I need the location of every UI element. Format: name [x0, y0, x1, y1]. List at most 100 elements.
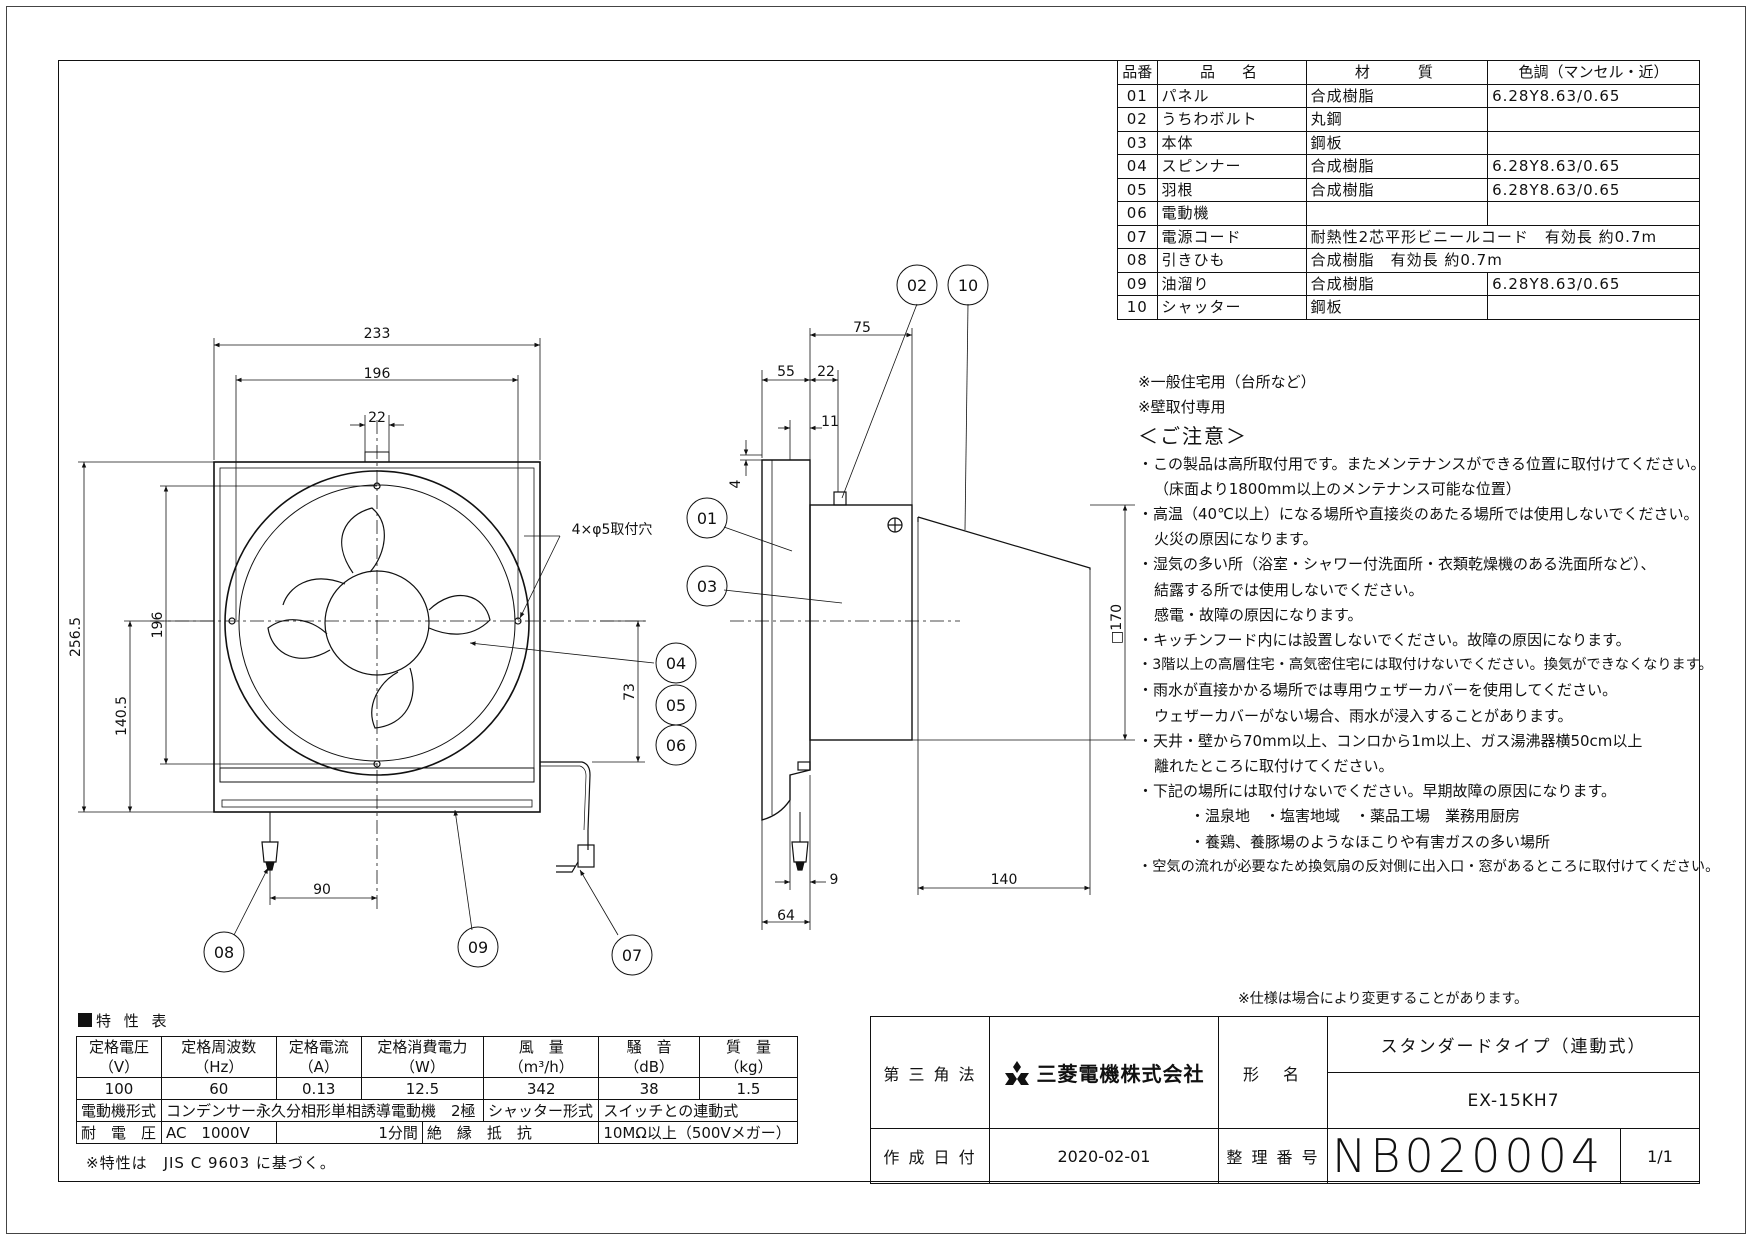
header-material: 材 質 — [1305, 60, 1489, 85]
header-color: 色調（マンセル・近） — [1487, 60, 1700, 85]
model-label: 形 名 — [1218, 1016, 1328, 1129]
spec-header: 定格電圧 （V） — [76, 1036, 162, 1078]
page-number: 1/1 — [1620, 1128, 1700, 1184]
dim-22-side: 22 — [817, 364, 835, 380]
spec-footnote: ※特性は JIS C 9603 に基づく。 — [86, 1154, 336, 1172]
caution-line: ・湿気の多い所（浴室・シャワー付洗面所・衣類乾燥機のある洗面所など）、 — [1138, 555, 1656, 574]
company-name: 三菱電機株式会社 — [1036, 1062, 1205, 1086]
caution-line: （床面より1800mm以上のメンテナンス可能な位置） — [1154, 479, 1521, 498]
projection-method: 第 三 角 法 — [870, 1016, 990, 1129]
caution-line: 結露する所では使用しないでください。 — [1154, 580, 1424, 599]
spec-header-l1: 定格電圧 — [88, 1038, 149, 1056]
caution-line: ・下記の場所には取付けないでください。早期故障の原因になります。 — [1138, 782, 1617, 801]
part-no: 04 — [1117, 154, 1158, 179]
spec-header-l1: 騒 音 — [626, 1038, 672, 1056]
notes-section: ※一般住宅用（台所など） ※壁取付専用 ＜ご注意＞ ・この製品は高所取付用です。… — [1138, 370, 1719, 880]
callout-02: 02 — [907, 276, 927, 295]
part-material: 丸鋼 — [1305, 107, 1489, 132]
callout-03: 03 — [697, 577, 717, 596]
caution-title: ＜ご注意＞ — [1138, 424, 1248, 449]
spec-header-l1: 風 量 — [518, 1038, 564, 1056]
motor-type-label: 電動機形式 — [76, 1099, 162, 1122]
withstand-voltage-value: AC 1000V — [160, 1121, 277, 1144]
outer-frame — [6, 6, 1746, 1234]
square-icon — [78, 1013, 92, 1027]
dim-196-horizontal: 196 — [364, 366, 391, 382]
dim-9: 9 — [830, 872, 839, 888]
usage-note: ※壁取付専用 — [1138, 398, 1226, 417]
dim-170: □170 — [1109, 604, 1125, 644]
callout-08: 08 — [214, 943, 234, 962]
dim-140: 140 — [991, 872, 1018, 888]
callout-leaders — [233, 303, 969, 936]
dim-75: 75 — [853, 320, 871, 336]
caution-line: ・キッチンフード内には設置しないでください。故障の原因になります。 — [1138, 631, 1631, 650]
caution-line: ・養鶏、養豚場のようなほこりや有害ガスの多い場所 — [1190, 832, 1551, 851]
callout-04: 04 — [666, 654, 686, 673]
part-color — [1487, 130, 1700, 155]
change-note: ※仕様は場合により変更することがあります。 — [1238, 991, 1529, 1007]
part-no: 07 — [1117, 224, 1158, 249]
caution-line: 感電・故障の原因になります。 — [1154, 605, 1363, 624]
spec-table: 定格電圧（V） 定格周波数（Hz） 定格電流（A） 定格消費電力（W） 風 量（… — [76, 1036, 799, 1144]
part-material: 鋼板 — [1305, 130, 1489, 155]
callout-05: 05 — [666, 696, 686, 715]
caution-line: 離れたところに取付けてください。 — [1154, 757, 1394, 776]
dim-4: 4 — [728, 479, 744, 488]
dim-256-5: 256.5 — [68, 617, 84, 657]
spec-header-l1: 定格周波数 — [181, 1038, 257, 1056]
shutter-type-value: スイッチとの連動式 — [598, 1099, 798, 1122]
mass: 1.5 — [698, 1077, 799, 1100]
spec-value-row: 100 60 0.13 12.5 342 38 1.5 — [76, 1077, 799, 1100]
shutter-type-label: シャッター形式 — [483, 1099, 600, 1122]
spec-voltage-row: 耐 電 圧 AC 1000V 1分間 絶 縁 抵 抗 10MΩ以上（500Vメガ… — [76, 1121, 798, 1144]
title-row-3: 作 成 日 付 2020-02-01 整 理 番 号 NB020004 1/1 — [870, 1128, 1700, 1184]
date-label: 作 成 日 付 — [870, 1128, 990, 1184]
part-material: 合成樹脂 — [1305, 154, 1489, 179]
side-view — [730, 459, 1091, 871]
caution-line: ・3階以上の高層住宅・高気密住宅には取付けないでください。換気ができなくなります… — [1138, 657, 1713, 674]
part-name: うちわボルト — [1156, 107, 1307, 132]
drawing-number: NB020004 — [1327, 1128, 1621, 1184]
noise: 38 — [598, 1077, 700, 1100]
part-no: 02 — [1117, 107, 1158, 132]
callout-07: 07 — [622, 946, 642, 965]
part-name: 油溜り — [1156, 271, 1307, 296]
part-no: 01 — [1117, 83, 1158, 108]
part-material — [1305, 201, 1489, 226]
part-name: シャッター — [1156, 295, 1307, 320]
spec-header-l2: （kg） — [724, 1058, 773, 1076]
spec-header-l2: （V） — [98, 1058, 140, 1076]
caution-line: ・天井・壁から70mm以上、コンロから1m以上、ガス湯沸器横50cm以上 — [1138, 731, 1643, 750]
spec-header: 騒 音（dB） — [598, 1036, 700, 1078]
mount-holes-label: 4×φ5取付穴 — [572, 522, 653, 538]
front-view — [150, 420, 650, 910]
part-color: 6.28Y8.63/0.65 — [1487, 177, 1700, 202]
caution-line: ・雨水が直接かかる場所では専用ウェザーカバーを使用してください。 — [1138, 681, 1618, 700]
spec-header: 風 量 （m³/h） — [483, 1036, 600, 1078]
spec-header-l2: （m³/h） — [508, 1058, 574, 1076]
part-material: 合成樹脂 — [1305, 271, 1489, 296]
part-name: パネル — [1156, 83, 1307, 108]
header-no: 品番 — [1117, 60, 1158, 85]
part-name: 電動機 — [1156, 201, 1307, 226]
dim-55: 55 — [777, 364, 795, 380]
dim-11: 11 — [821, 414, 839, 430]
rated-current: 0.13 — [275, 1077, 362, 1100]
caution-line: ・温泉地 ・塩害地域 ・薬品工場 業務用厨房 — [1190, 807, 1521, 826]
callout-09: 09 — [468, 938, 488, 957]
part-no: 08 — [1117, 248, 1158, 273]
model-number: EX-15KH7 — [1327, 1072, 1700, 1129]
rated-voltage: 100 — [76, 1077, 162, 1100]
dim-140-5: 140.5 — [114, 696, 130, 736]
spec-header: 定格電流（A） — [275, 1036, 362, 1078]
spec-header-l1: 定格電流 — [288, 1038, 349, 1056]
dim-90: 90 — [313, 882, 331, 898]
part-color: 6.28Y8.63/0.65 — [1487, 83, 1700, 108]
spec-header: 質 量（kg） — [698, 1036, 799, 1078]
